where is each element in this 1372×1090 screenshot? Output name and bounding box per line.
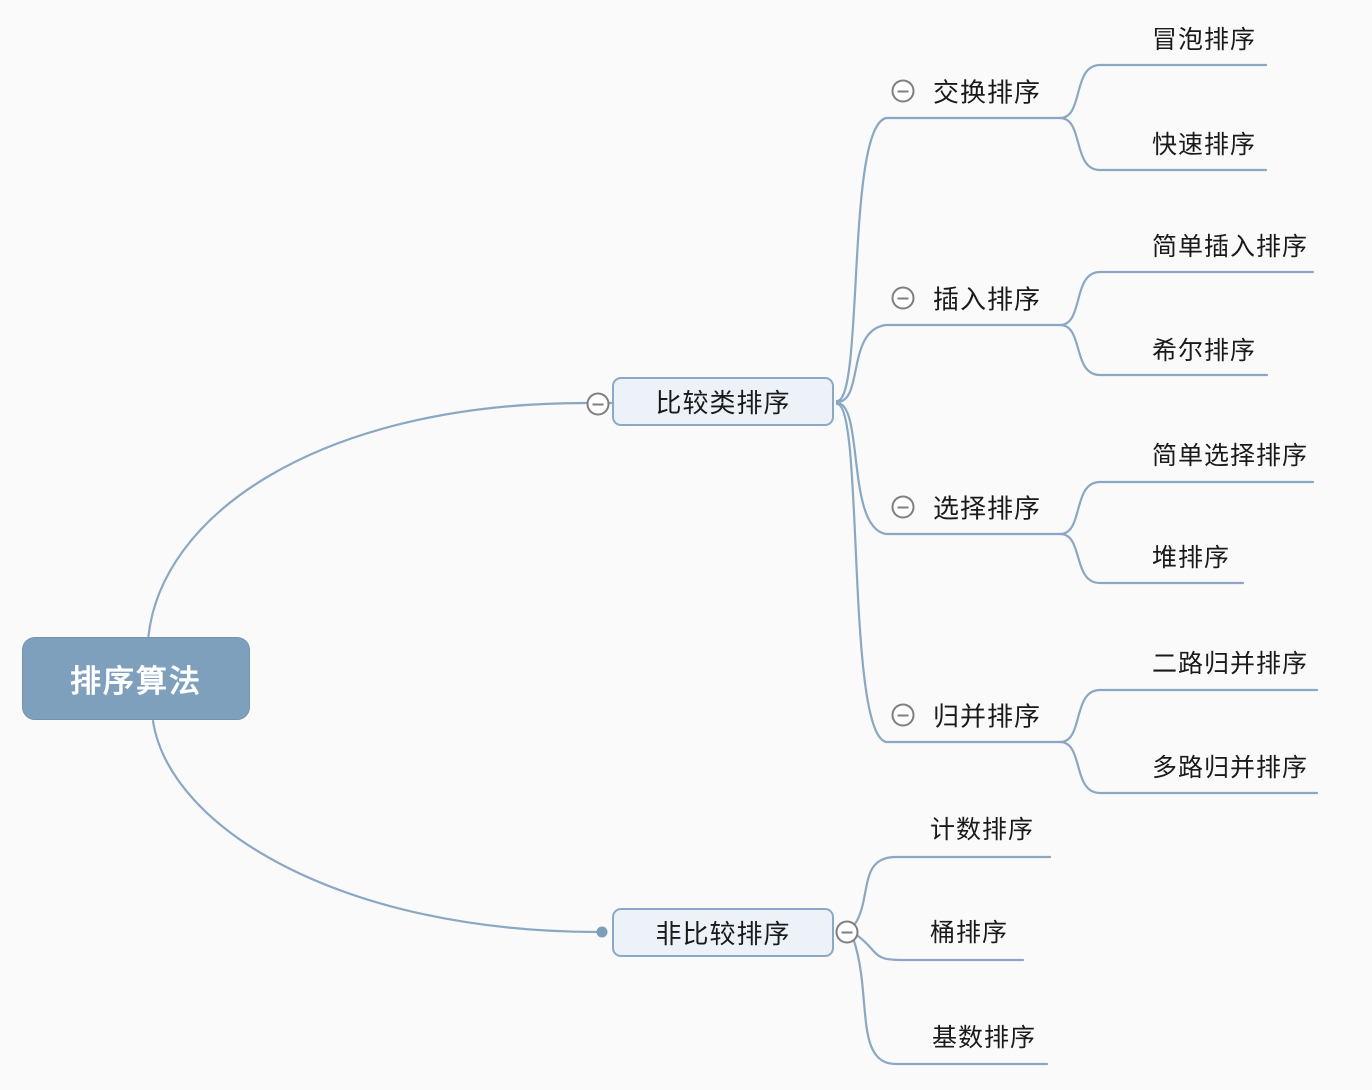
topic-quick-sort[interactable]: 快速排序 bbox=[1152, 131, 1257, 159]
edge-comparison-to-merge bbox=[835, 402, 1062, 744]
connection-dot-icon bbox=[596, 926, 608, 938]
collapse-icon-insertion[interactable] bbox=[891, 286, 915, 310]
topic-noncomparison-sort-label: 非比较排序 bbox=[655, 919, 791, 949]
root-topic-label: 排序算法 bbox=[70, 664, 202, 699]
edge-noncomparison-to-bucket bbox=[856, 934, 1025, 962]
edge-comparison-to-selection bbox=[835, 401, 1062, 536]
minus-glyph bbox=[841, 931, 853, 933]
minus-glyph bbox=[897, 506, 909, 508]
edge-insertion-to-shell bbox=[1058, 323, 1269, 377]
topic-comparison-sort-label: 比较类排序 bbox=[655, 388, 791, 418]
edge-selection-to-simple-select bbox=[1058, 480, 1315, 536]
edge-root-to-noncomparison bbox=[151, 719, 600, 934]
edge-root-to-comparison bbox=[146, 401, 588, 643]
topic-multiway-merge-sort[interactable]: 多路归并排序 bbox=[1152, 754, 1309, 782]
topic-shell-sort[interactable]: 希尔排序 bbox=[1152, 337, 1257, 365]
edge-noncomparison-to-radix bbox=[852, 939, 1049, 1066]
collapse-icon-selection[interactable] bbox=[891, 495, 915, 519]
collapse-icon-noncomparison[interactable] bbox=[835, 920, 859, 944]
topic-simple-select-sort[interactable]: 简单选择排序 bbox=[1152, 442, 1309, 470]
minus-glyph bbox=[897, 714, 909, 716]
topic-simple-insert-sort[interactable]: 简单插入排序 bbox=[1152, 233, 1309, 261]
edge-insertion-to-simple-insert bbox=[1058, 270, 1315, 327]
edge-merge-to-multiway bbox=[1058, 740, 1319, 795]
minus-glyph bbox=[897, 297, 909, 299]
topic-selection-sort[interactable]: 选择排序 bbox=[933, 493, 1042, 524]
topic-comparison-sort[interactable]: 比较类排序 bbox=[612, 377, 834, 426]
topic-counting-sort[interactable]: 计数排序 bbox=[930, 816, 1035, 844]
edge-comparison-to-insertion bbox=[835, 323, 1062, 404]
edge-comparison-to-exchange bbox=[835, 116, 1062, 403]
topic-bubble-sort[interactable]: 冒泡排序 bbox=[1152, 26, 1257, 54]
edge-noncomparison-to-counting bbox=[853, 855, 1052, 926]
minus-glyph bbox=[897, 90, 909, 92]
topic-insertion-sort[interactable]: 插入排序 bbox=[933, 284, 1042, 315]
edge-selection-to-heap bbox=[1058, 532, 1245, 585]
topic-heap-sort[interactable]: 堆排序 bbox=[1152, 544, 1231, 572]
collapse-icon-comparison[interactable] bbox=[586, 392, 610, 416]
collapse-icon-exchange[interactable] bbox=[891, 79, 915, 103]
topic-exchange-sort[interactable]: 交换排序 bbox=[933, 77, 1042, 108]
topic-noncomparison-sort[interactable]: 非比较排序 bbox=[612, 908, 834, 957]
topic-radix-sort[interactable]: 基数排序 bbox=[932, 1024, 1037, 1052]
root-topic[interactable]: 排序算法 bbox=[22, 637, 250, 720]
topic-bucket-sort[interactable]: 桶排序 bbox=[930, 919, 1009, 947]
edge-exchange-to-bubble bbox=[1058, 63, 1268, 120]
collapse-icon-merge[interactable] bbox=[891, 703, 915, 727]
topic-twoway-merge-sort[interactable]: 二路归并排序 bbox=[1152, 650, 1309, 678]
edge-merge-to-twoway bbox=[1058, 688, 1319, 744]
edge-exchange-to-quick bbox=[1058, 116, 1268, 172]
minus-glyph bbox=[592, 403, 604, 405]
topic-merge-sort[interactable]: 归并排序 bbox=[933, 701, 1042, 732]
